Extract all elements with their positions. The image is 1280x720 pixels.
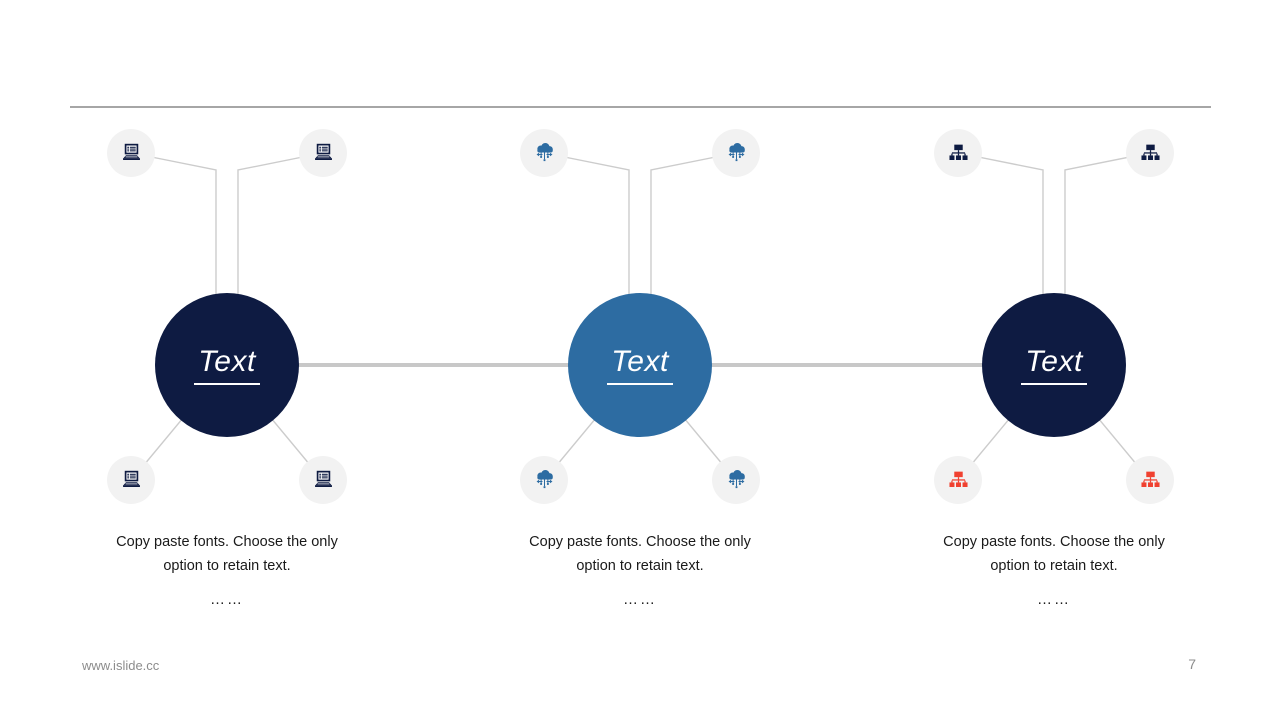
- diagram-group-sitemap: Text: [862, 129, 1246, 659]
- footer-website: www.islide.cc: [82, 658, 160, 673]
- elbow-connector: [131, 152, 217, 312]
- elbow-connector: [1064, 152, 1150, 312]
- hub-circle: Text: [982, 293, 1126, 437]
- cloud-network-icon: [536, 469, 553, 488]
- sitemap-icon: [1140, 144, 1160, 160]
- satellite-node: [107, 129, 155, 177]
- cloud-network-icon: [536, 142, 553, 161]
- satellite-node: [712, 456, 760, 504]
- hub-circle: Text: [568, 293, 712, 437]
- cloud-network-icon: [728, 142, 745, 161]
- hub-label: Text: [194, 345, 260, 385]
- hub-label: Text: [607, 345, 673, 385]
- laptop-icon: [122, 143, 140, 160]
- caption-text: Copy paste fonts. Choose the only option…: [116, 534, 338, 574]
- laptop-icon: [314, 470, 332, 487]
- satellite-node: [934, 456, 982, 504]
- elbow-connector: [958, 152, 1044, 312]
- cloud-network-icon: [728, 469, 745, 488]
- elbow-connector: [544, 152, 630, 312]
- satellite-node: [107, 456, 155, 504]
- diagram-group-cloud: Text Copy paste f: [448, 129, 832, 659]
- page-number: 7: [1188, 656, 1196, 672]
- ellipsis-text: ……: [1037, 591, 1071, 608]
- satellite-node: [520, 456, 568, 504]
- satellite-node: [520, 129, 568, 177]
- diagram-group-terminals: Text: [35, 129, 419, 659]
- satellite-node: [1126, 456, 1174, 504]
- elbow-connector: [650, 152, 736, 312]
- caption-text: Copy paste fonts. Choose the only option…: [529, 534, 751, 574]
- ellipsis-text: ……: [623, 591, 657, 608]
- hub-circle: Text: [155, 293, 299, 437]
- sitemap-icon: [948, 471, 968, 487]
- divider-line: [70, 106, 1211, 108]
- ellipsis-text: ……: [210, 591, 244, 608]
- satellite-node: [1126, 129, 1174, 177]
- laptop-icon: [314, 143, 332, 160]
- elbow-connector: [237, 152, 323, 312]
- caption-text: Copy paste fonts. Choose the only option…: [943, 534, 1165, 574]
- sitemap-icon: [1140, 471, 1160, 487]
- satellite-node: [299, 129, 347, 177]
- laptop-icon: [122, 470, 140, 487]
- satellite-node: [712, 129, 760, 177]
- sitemap-icon: [948, 144, 968, 160]
- satellite-node: [299, 456, 347, 504]
- satellite-node: [934, 129, 982, 177]
- hub-label: Text: [1021, 345, 1087, 385]
